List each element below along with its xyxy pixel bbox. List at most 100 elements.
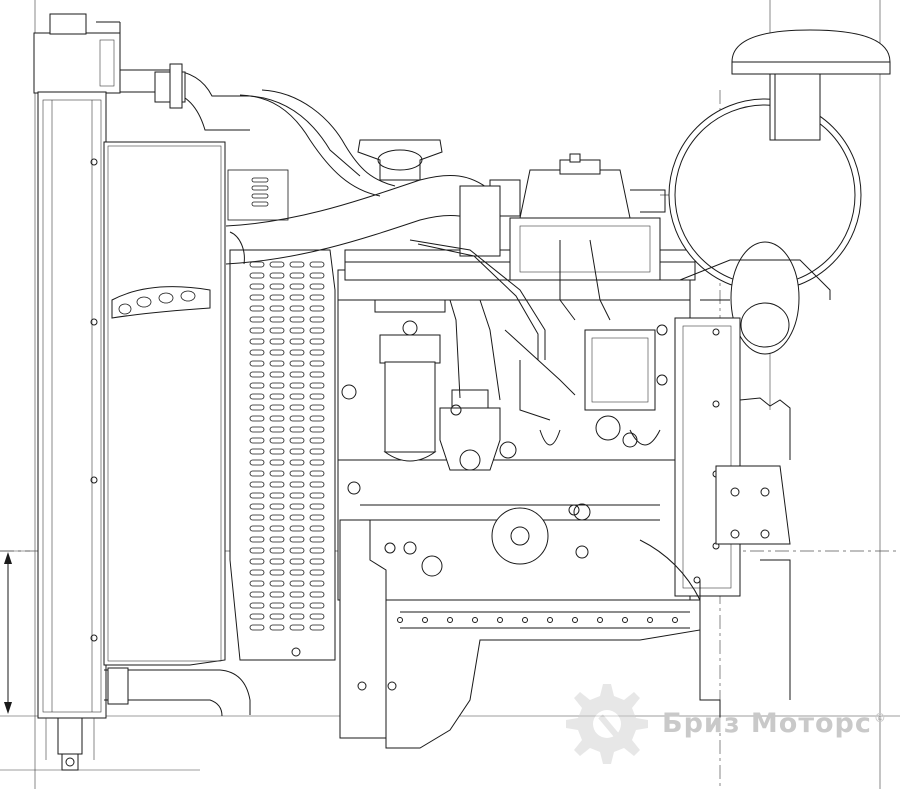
brand-watermark-text: Бриз Моторс® bbox=[662, 708, 887, 739]
grille-slot bbox=[269, 371, 285, 378]
sump-bolt bbox=[397, 617, 403, 623]
brand-name: Бриз Моторс bbox=[662, 708, 872, 739]
grille-slot bbox=[269, 393, 285, 400]
grille-slot bbox=[309, 316, 325, 323]
grille-slot bbox=[309, 492, 325, 499]
grille-slot bbox=[309, 624, 325, 631]
grille-slot bbox=[269, 404, 285, 411]
grille-slot bbox=[249, 437, 265, 444]
grille-slot bbox=[309, 283, 325, 290]
grille-slot bbox=[249, 338, 265, 345]
grille-slot bbox=[249, 459, 265, 466]
grille-slot bbox=[269, 569, 285, 576]
grille-slot bbox=[269, 283, 285, 290]
injection-pump bbox=[459, 153, 666, 281]
grille-slot bbox=[309, 459, 325, 466]
grille-slot bbox=[309, 470, 325, 477]
grille-slot bbox=[269, 459, 285, 466]
grille-slot bbox=[309, 437, 325, 444]
grille-slot bbox=[309, 514, 325, 521]
sump-bolt bbox=[597, 617, 603, 623]
fuel-filter bbox=[374, 299, 446, 462]
lift-pump bbox=[439, 389, 517, 471]
block-fittings bbox=[291, 324, 668, 657]
sump-bolt bbox=[422, 617, 428, 623]
grille-slot bbox=[249, 316, 265, 323]
grille-slot bbox=[269, 492, 285, 499]
grille-slot bbox=[309, 525, 325, 532]
grille-slot bbox=[269, 382, 285, 389]
sump-bolt bbox=[647, 617, 653, 623]
grille-slot bbox=[269, 624, 285, 631]
grille-slot bbox=[249, 492, 265, 499]
sump-bolt bbox=[572, 617, 578, 623]
grille-slot bbox=[309, 481, 325, 488]
sump-bolt bbox=[622, 617, 628, 623]
grille-slot bbox=[269, 591, 285, 598]
grille-slot bbox=[289, 602, 305, 609]
fan-guard bbox=[103, 141, 336, 666]
grille-slot bbox=[309, 393, 325, 400]
grille-slot bbox=[309, 580, 325, 587]
grille-slot bbox=[309, 261, 325, 268]
coolant-hoses bbox=[104, 63, 495, 717]
grille-slot bbox=[269, 349, 285, 356]
grille-slot bbox=[269, 613, 285, 620]
sump-bolt bbox=[472, 617, 478, 623]
thermostat-housing bbox=[357, 139, 443, 181]
grille-slot bbox=[309, 602, 325, 609]
grille-slot bbox=[269, 305, 285, 312]
grille-slot bbox=[249, 305, 265, 312]
sump-bolt bbox=[522, 617, 528, 623]
grille-slot bbox=[289, 547, 305, 554]
grille-slot bbox=[249, 327, 265, 334]
grille-slot bbox=[249, 613, 265, 620]
grille-slot bbox=[309, 415, 325, 422]
grille-slot bbox=[289, 503, 305, 510]
grille-slot bbox=[309, 294, 325, 301]
grille-slot bbox=[289, 591, 305, 598]
fuel-pipes bbox=[409, 239, 611, 421]
grille-slot bbox=[249, 558, 265, 565]
grille-slot bbox=[269, 481, 285, 488]
grille-slot bbox=[269, 514, 285, 521]
grille-slot bbox=[309, 536, 325, 543]
grille-slot bbox=[269, 448, 285, 455]
grille-slot bbox=[289, 393, 305, 400]
grille-slot bbox=[289, 525, 305, 532]
gear-wrench-logo-icon bbox=[566, 684, 648, 764]
grille-slot bbox=[289, 360, 305, 367]
grille-slot bbox=[289, 514, 305, 521]
starter-motor bbox=[539, 329, 661, 446]
grille-slot bbox=[289, 492, 305, 499]
air-filter bbox=[668, 29, 891, 355]
grille-slot bbox=[269, 338, 285, 345]
grille-slot bbox=[289, 371, 305, 378]
grille-slot bbox=[289, 338, 305, 345]
grille-slot bbox=[269, 580, 285, 587]
grille-slot bbox=[269, 327, 285, 334]
grille-slot bbox=[289, 448, 305, 455]
grille-slot bbox=[289, 382, 305, 389]
grille-slot bbox=[269, 536, 285, 543]
grille-slot bbox=[289, 294, 305, 301]
grille-slot bbox=[289, 327, 305, 334]
grille-slot bbox=[309, 305, 325, 312]
grille-slot bbox=[289, 459, 305, 466]
grille-slot bbox=[289, 283, 305, 290]
grille-slot bbox=[289, 624, 305, 631]
grille-slot bbox=[249, 448, 265, 455]
grille-slot bbox=[309, 569, 325, 576]
grille-slot bbox=[289, 415, 305, 422]
grille-slot bbox=[269, 316, 285, 323]
grille-slot bbox=[249, 261, 265, 268]
grille-slot bbox=[289, 316, 305, 323]
grille-slot bbox=[289, 481, 305, 488]
grille-slot bbox=[249, 547, 265, 554]
grille-slot bbox=[249, 536, 265, 543]
grille-slot bbox=[249, 624, 265, 631]
grille-slot bbox=[289, 536, 305, 543]
grille-slot bbox=[309, 547, 325, 554]
grille-slot bbox=[309, 426, 325, 433]
sump-bolts bbox=[397, 617, 678, 623]
